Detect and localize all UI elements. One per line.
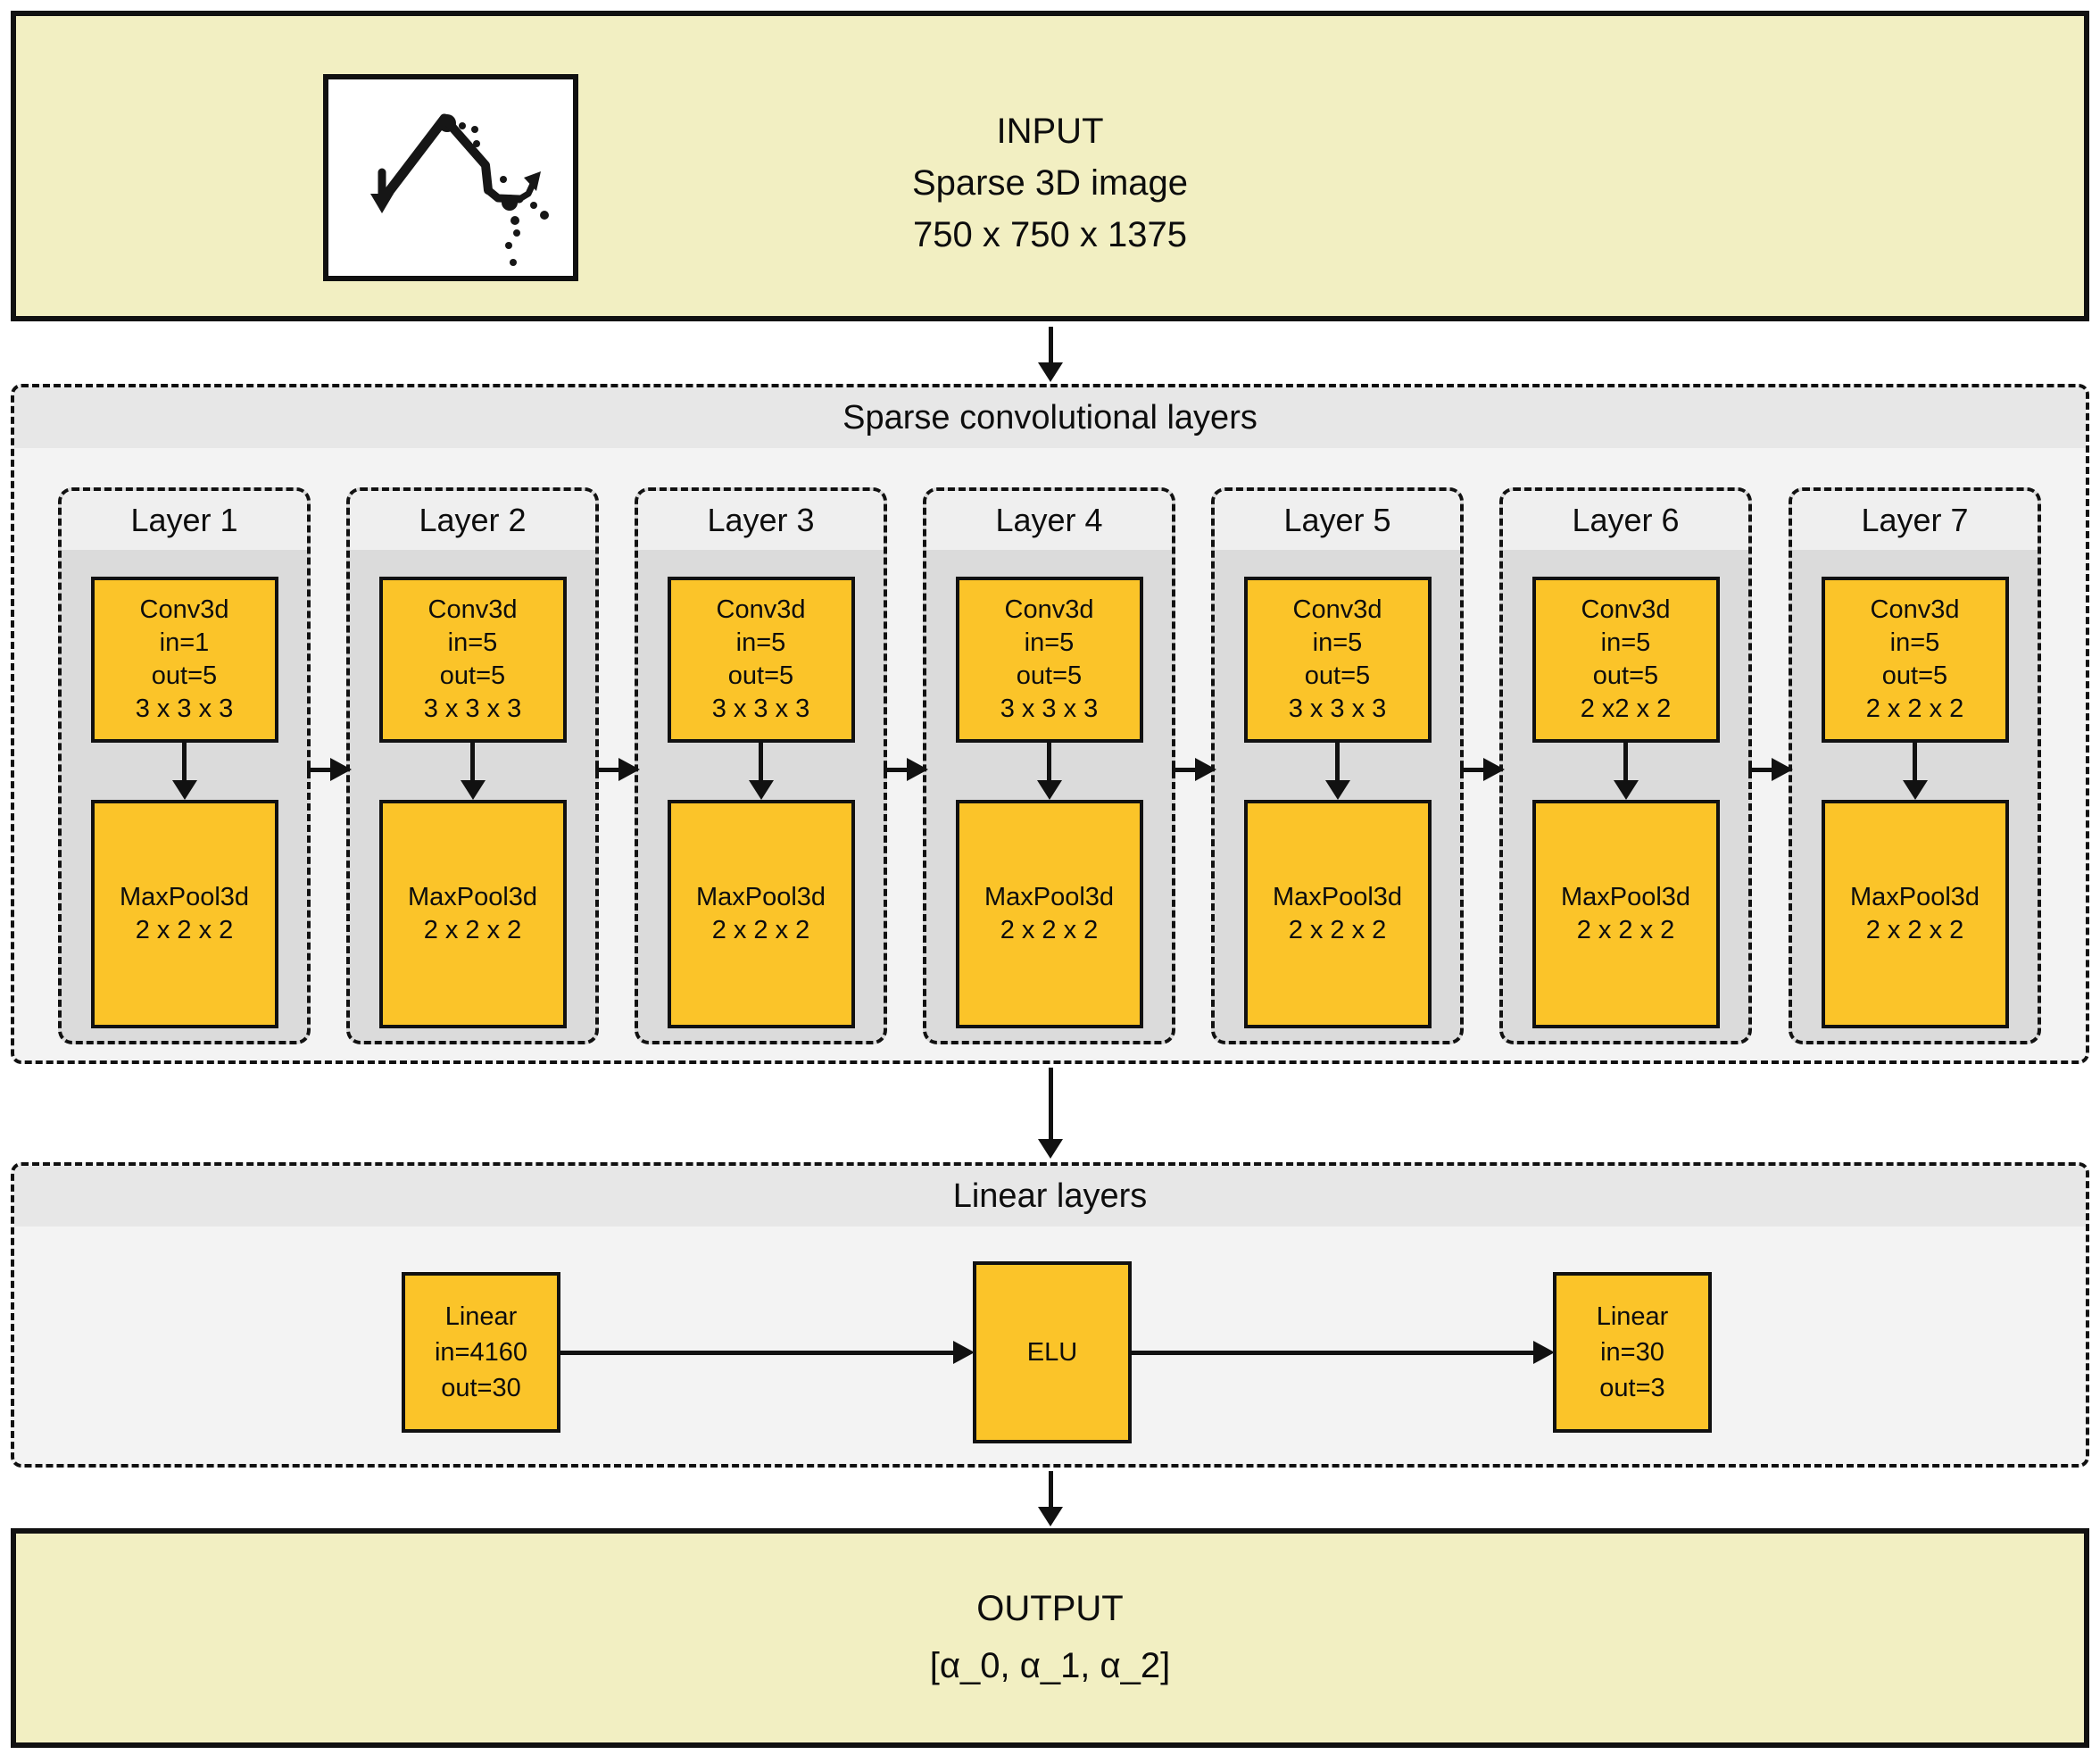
layer-card-7: Layer 7 Conv3d in=5 out=5 2 x 2 x 2 MaxP… [1789, 487, 2041, 1044]
linear-out-box: Linear in=30 out=3 [1553, 1272, 1712, 1433]
maxpool3d-box: MaxPool3d 2 x 2 x 2 [378, 800, 567, 1028]
arrow-down-icon [748, 743, 774, 800]
maxpool3d-box: MaxPool3d 2 x 2 x 2 [1243, 800, 1432, 1028]
arrow-down-icon [1038, 1471, 1063, 1526]
conv3d-box: Conv3d in=5 out=5 2 x2 x 2 [1531, 577, 1720, 743]
output-band: OUTPUT [α_0, α_1, α_2] [11, 1528, 2089, 1748]
layer-title: Layer 6 [1503, 491, 1748, 550]
layer-title: Layer 1 [62, 491, 307, 550]
conv3d-box: Conv3d in=5 out=5 2 x 2 x 2 [1821, 577, 2009, 743]
input-dimensions: 750 x 750 x 1375 [913, 215, 1187, 254]
conv3d-box: Conv3d in=5 out=5 3 x 3 x 3 [667, 577, 855, 743]
arrow-down-icon [460, 743, 486, 800]
arrow-down-icon [171, 743, 197, 800]
maxpool3d-box: MaxPool3d 2 x 2 x 2 [955, 800, 1143, 1028]
layer-card-4: Layer 4 Conv3d in=5 out=5 3 x 3 x 3 MaxP… [923, 487, 1175, 1044]
conv3d-box: Conv3d in=5 out=5 3 x 3 x 3 [378, 577, 567, 743]
linear-in-box: Linear in=4160 out=30 [402, 1272, 560, 1433]
arrow-right-icon [1748, 758, 1793, 781]
arrow-down-icon [1902, 743, 1928, 800]
layer-card-2: Layer 2 Conv3d in=5 out=5 3 x 3 x 3 MaxP… [346, 487, 599, 1044]
layer-body: Conv3d in=5 out=5 3 x 3 x 3 MaxPool3d 2 … [1215, 550, 1460, 1028]
output-value: [α_0, α_1, α_2] [929, 1646, 1171, 1685]
arrow-right-icon [1172, 758, 1216, 781]
output-title: OUTPUT [976, 1589, 1124, 1628]
sketch-dots [459, 122, 549, 266]
arrow-down-icon [1613, 743, 1639, 800]
layer-body: Conv3d in=5 out=5 3 x 3 x 3 MaxPool3d 2 … [350, 550, 595, 1028]
arrow-down-icon [1324, 743, 1350, 800]
layer-card-5: Layer 5 Conv3d in=5 out=5 3 x 3 x 3 MaxP… [1211, 487, 1464, 1044]
arrow-right-icon [559, 1341, 975, 1364]
arrow-right-icon [884, 758, 928, 781]
maxpool3d-box: MaxPool3d 2 x 2 x 2 [1531, 800, 1720, 1028]
arrow-right-icon [1130, 1341, 1555, 1364]
arrow-right-icon [595, 758, 640, 781]
maxpool3d-box: MaxPool3d 2 x 2 x 2 [667, 800, 855, 1028]
input-thumbnail [323, 74, 578, 281]
layer-title: Layer 5 [1215, 491, 1460, 550]
layer-title: Layer 3 [638, 491, 884, 550]
layer-card-6: Layer 6 Conv3d in=5 out=5 2 x2 x 2 MaxPo… [1499, 487, 1752, 1044]
layer-body: Conv3d in=5 out=5 2 x 2 x 2 MaxPool3d 2 … [1792, 550, 2038, 1028]
track-sketch-icon [370, 113, 549, 266]
layer-body: Conv3d in=5 out=5 2 x2 x 2 MaxPool3d 2 x… [1503, 550, 1748, 1028]
arrow-right-icon [1460, 758, 1505, 781]
maxpool3d-box: MaxPool3d 2 x 2 x 2 [90, 800, 278, 1028]
input-subtitle: Sparse 3D image [911, 163, 1189, 203]
conv-section-title: Sparse convolutional layers [14, 387, 2086, 448]
input-title: INPUT [996, 112, 1104, 151]
maxpool3d-box: MaxPool3d 2 x 2 x 2 [1821, 800, 2009, 1028]
arrow-down-icon [1038, 1068, 1063, 1159]
layer-card-1: Layer 1 Conv3d in=1 out=5 3 x 3 x 3 MaxP… [58, 487, 311, 1044]
output-text-block: OUTPUT [α_0, α_1, α_2] [16, 1580, 2084, 1694]
input-text-block: INPUT Sparse 3D image 750 x 750 x 1375 [16, 105, 2084, 261]
layer-body: Conv3d in=5 out=5 3 x 3 x 3 MaxPool3d 2 … [638, 550, 884, 1028]
layer-card-3: Layer 3 Conv3d in=5 out=5 3 x 3 x 3 MaxP… [635, 487, 887, 1044]
layer-title: Layer 4 [926, 491, 1172, 550]
layer-body: Conv3d in=1 out=5 3 x 3 x 3 MaxPool3d 2 … [62, 550, 307, 1028]
conv3d-box: Conv3d in=5 out=5 3 x 3 x 3 [1243, 577, 1432, 743]
conv3d-box: Conv3d in=5 out=5 3 x 3 x 3 [955, 577, 1143, 743]
arrow-down-icon [1038, 327, 1063, 382]
linear-section-title: Linear layers [14, 1166, 2086, 1227]
arrow-down-icon [1036, 743, 1062, 800]
layer-body: Conv3d in=5 out=5 3 x 3 x 3 MaxPool3d 2 … [926, 550, 1172, 1028]
arrow-right-icon [307, 758, 352, 781]
elu-box: ELU [973, 1261, 1132, 1443]
layer-title: Layer 2 [350, 491, 595, 550]
layer-title: Layer 7 [1792, 491, 2038, 550]
conv3d-box: Conv3d in=1 out=5 3 x 3 x 3 [90, 577, 278, 743]
